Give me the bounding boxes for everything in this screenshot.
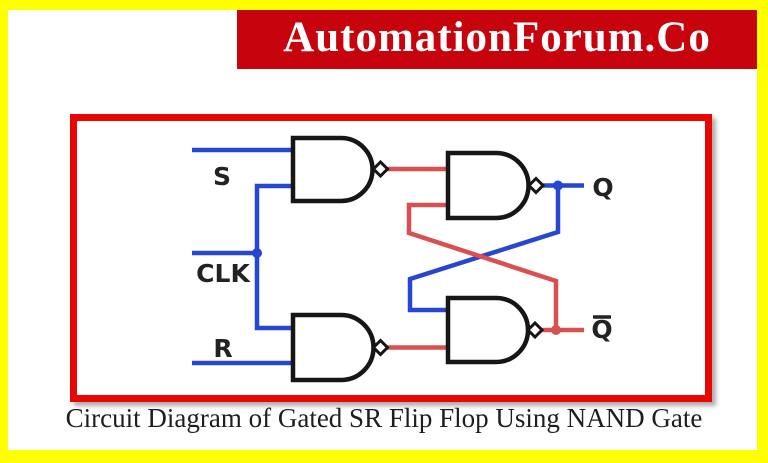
junction-qbar	[551, 325, 561, 335]
wire-qbar-feedback	[406, 202, 559, 330]
junction-clk	[252, 248, 262, 258]
label-q: Q	[592, 173, 613, 202]
label-clk: CLK	[196, 259, 251, 288]
banner-title: AutomationForum.Co	[283, 13, 711, 61]
circuit-diagram-panel	[70, 114, 712, 402]
nand-gate-4	[445, 295, 531, 365]
inverter-bubble-nand4	[525, 320, 545, 340]
wire-q-feedback	[407, 185, 561, 313]
label-r: R	[213, 334, 232, 363]
nand-gate-1	[290, 135, 375, 204]
caption: Circuit Diagram of Gated SR Flip Flop Us…	[65, 403, 703, 433]
label-q-bar: Q	[591, 315, 612, 344]
wire-clk-gating-branch	[254, 183, 295, 331]
junction-q	[553, 180, 563, 191]
inverter-bubble-nand2	[526, 176, 546, 195]
banner: AutomationForum.Co	[237, 9, 757, 69]
label-s: S	[213, 162, 231, 191]
inverter-bubble-nand3	[371, 338, 390, 357]
inverter-bubble-nand1	[371, 159, 390, 179]
nand-gate-3	[290, 312, 376, 383]
nand-gate-2	[445, 150, 531, 221]
